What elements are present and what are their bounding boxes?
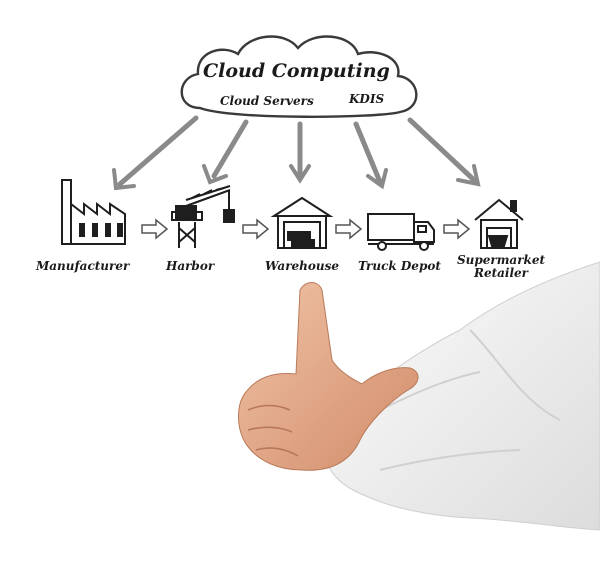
arrow-to-manufacturer: [114, 118, 196, 188]
arrow-to-truck-depot: [356, 124, 386, 186]
arrow-to-harbor: [204, 122, 246, 182]
store-icon: [475, 200, 523, 248]
warehouse-icon: [274, 198, 330, 248]
warehouse-label: Warehouse: [265, 260, 339, 273]
flow-arrow-1: [142, 220, 167, 238]
flow-arrow-4: [444, 220, 469, 238]
truck-icon: [368, 214, 434, 250]
supermarket-line-2: Retailer: [456, 267, 546, 280]
cloud-arrows: [114, 118, 478, 188]
crane-icon: [172, 186, 234, 248]
cloud-title: Cloud Computing: [203, 60, 390, 82]
manufacturer-label: Manufacturer: [36, 260, 129, 273]
harbor-label: Harbor: [166, 260, 214, 273]
kdis-label: KDIS: [349, 92, 384, 106]
supermarket-label: Supermarket Retailer: [456, 254, 546, 280]
arrow-to-warehouse: [291, 124, 309, 180]
flow-arrow-3: [336, 220, 361, 238]
arrow-to-supermarket: [410, 120, 478, 184]
cloud-servers-label: Cloud Servers: [220, 94, 314, 108]
flow-arrow-2: [243, 220, 268, 238]
pointing-hand: [239, 262, 600, 530]
truck-depot-label: Truck Depot: [358, 260, 441, 273]
